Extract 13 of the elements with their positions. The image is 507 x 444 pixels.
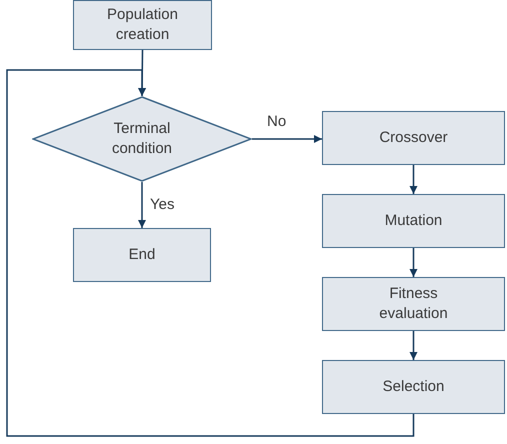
arrow [410,165,418,194]
process-box: Mutation [322,194,505,248]
arrow [6,69,414,437]
arrow [410,248,418,277]
arrow [138,182,146,228]
process-box: Crossover [322,111,505,165]
process-box: Population creation [73,0,212,50]
process-box: Fitness evaluation [322,277,505,331]
process-box: Selection [322,360,505,414]
process-box: End [73,228,211,282]
node-label: Terminal condition [110,119,174,159]
arrow [252,135,322,143]
arrow [410,331,418,360]
